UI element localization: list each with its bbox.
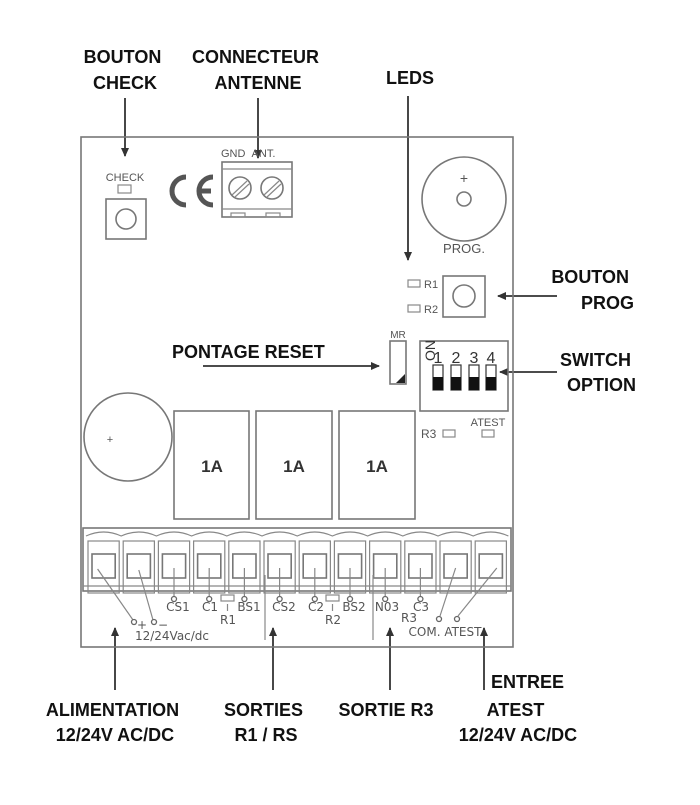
node-9 (417, 595, 424, 603)
callout-bouton-check: BOUTON CHECK (84, 47, 167, 93)
node-4 (241, 595, 248, 603)
term-no3-label: N03 (375, 600, 399, 614)
svg-text:3: 3 (470, 350, 479, 367)
terminal-labels: + − 12/24Vac/dc CS1 C1 R1 BS1 CS2 C2 R2 … (135, 600, 482, 643)
led-r2-label: R2 (424, 304, 438, 316)
term-r2-label: R2 (325, 613, 341, 627)
wire-plus (97, 568, 134, 621)
ce-mark-icon (169, 174, 214, 208)
node-atest (453, 615, 461, 623)
term-minus-label: − (158, 618, 168, 632)
dip-switch-4[interactable] (485, 364, 497, 391)
callout-alimentation: ALIMENTATION 12/24V AC/DC (46, 700, 184, 745)
relay-fuse-1 (173, 410, 250, 520)
term-r1-label: R1 (220, 613, 236, 627)
check-button-knob-icon (115, 208, 137, 230)
relay-fuse-3 (338, 410, 416, 520)
relay-fuse-2 (255, 410, 333, 520)
wire-com (439, 567, 457, 617)
led-r2-icon (407, 304, 421, 313)
svg-text:4: 4 (487, 350, 496, 367)
r1-contact-icon (220, 594, 235, 602)
node-8 (382, 595, 389, 603)
term-cs1-label: CS1 (166, 600, 190, 614)
dip-switch-block (419, 340, 509, 412)
terminal-screw-12[interactable] (474, 540, 508, 594)
prog-buzzer (421, 156, 507, 242)
fuse-1-label: 1A (201, 457, 223, 476)
terminal-screw-1[interactable] (87, 540, 120, 594)
callout-entree-atest: ENTREE ATEST 12/24V AC/DC (459, 672, 577, 745)
node-2 (170, 595, 178, 603)
buzzer-plus-label: + (107, 434, 113, 446)
pcb-board-outline (80, 136, 514, 648)
term-com-atest-label: COM. ATEST (409, 625, 483, 639)
callout-bouton-prog: BOUTON PROG (551, 267, 634, 313)
terminal-screw-11[interactable] (439, 540, 472, 594)
mr-jumper-corner-icon (396, 374, 405, 383)
mr-label: MR (390, 330, 406, 341)
svg-text:1: 1 (434, 350, 443, 367)
led-r1-icon (407, 279, 421, 288)
term-r3-label: R3 (401, 611, 417, 625)
callout-switch-option: SWITCH OPTION (560, 350, 636, 395)
fuse-3-label: 1A (366, 457, 388, 476)
check-led-icon (117, 184, 132, 194)
antenna-terminal-labels: GND ANT. (221, 148, 275, 160)
callout-arrows (111, 96, 557, 690)
node-5 (276, 595, 283, 603)
dip-on-label: ON (422, 340, 438, 361)
term-bs2-label: BS2 (342, 600, 365, 614)
antenna-connector (221, 161, 293, 218)
led-r3-icon (442, 429, 456, 438)
mr-jumper[interactable] (389, 340, 407, 385)
prog-plus-label: + (460, 170, 468, 186)
term-cs2-label: CS2 (272, 600, 296, 614)
svg-text:2: 2 (452, 350, 461, 367)
term-plus-label: + (137, 618, 147, 632)
terminal-block (82, 527, 512, 626)
node-7 (346, 595, 354, 603)
check-label: CHECK (106, 172, 145, 184)
term-c2-label: C2 (308, 600, 324, 614)
dip-switch-1[interactable] (432, 364, 444, 391)
prog-label: PROG. (443, 241, 485, 256)
led-r3-label: R3 (421, 427, 437, 441)
term-c3-label: C3 (413, 600, 429, 614)
node-plus (130, 618, 138, 626)
prog-button[interactable] (442, 275, 486, 318)
prog-button-knob-icon (452, 284, 476, 308)
node-minus (150, 618, 158, 626)
screw-ant-icon (260, 176, 284, 200)
dip-numbers: 1 2 3 4 (434, 350, 496, 367)
callout-sortie-r3: SORTIE R3 (338, 700, 433, 720)
callout-pontage-reset: PONTAGE RESET (172, 342, 325, 362)
buzzer (83, 392, 173, 482)
callout-connecteur-antenne: CONNECTEUR ANTENNE (192, 47, 324, 93)
screw-gnd-icon (228, 176, 252, 200)
dip-switch-2[interactable] (450, 364, 462, 391)
term-c1-label: C1 (202, 600, 218, 614)
node-com (435, 615, 443, 623)
fuse-2-label: 1A (283, 457, 305, 476)
wire-atest (457, 567, 498, 617)
led-r1-label: R1 (424, 279, 438, 291)
callout-leds: LEDS (386, 68, 434, 88)
dip-switch-3[interactable] (468, 364, 480, 391)
node-3 (206, 595, 213, 603)
terminal-screw-2[interactable] (122, 540, 155, 594)
check-button[interactable] (105, 198, 147, 240)
node-6 (311, 595, 318, 603)
wire-minus (138, 569, 154, 621)
prog-center-icon (456, 191, 472, 207)
callout-sorties-r1-rs: SORTIES R1 / RS (224, 700, 308, 745)
led-atest-label: ATEST (471, 417, 506, 429)
term-power-label: 12/24Vac/dc (135, 629, 209, 643)
led-atest-icon (481, 429, 495, 438)
term-bs1-label: BS1 (237, 600, 260, 614)
r2-contact-icon (325, 594, 340, 602)
